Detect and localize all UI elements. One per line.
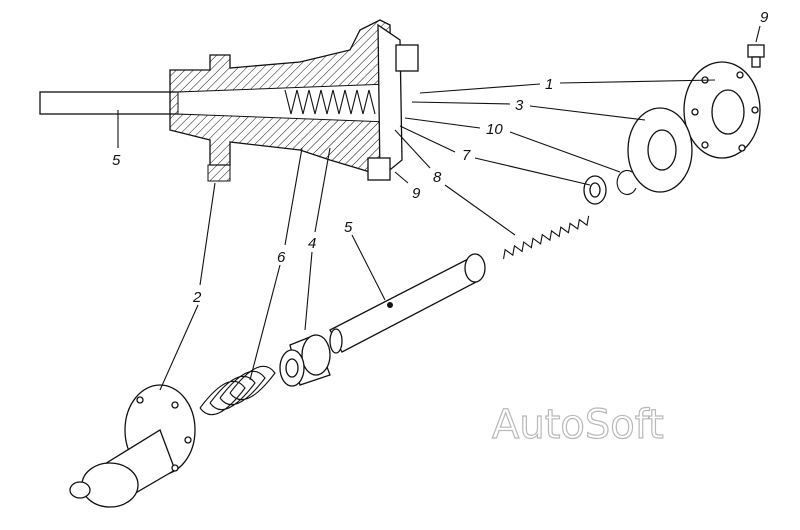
part-5-shaft xyxy=(329,253,486,354)
label-7: 7 xyxy=(462,147,471,164)
part-1-flange xyxy=(683,61,761,159)
label-10: 10 xyxy=(486,121,503,138)
callout-labels: 1 3 10 7 8 9 9 5 5 2 6 4 xyxy=(112,9,769,306)
label-9-mid: 9 xyxy=(412,185,421,202)
label-2: 2 xyxy=(192,289,202,306)
part-6-spring xyxy=(199,365,276,416)
assembled-cross-section xyxy=(39,19,419,182)
label-6: 6 xyxy=(277,249,286,266)
bore-spring xyxy=(284,89,376,115)
label-5-left: 5 xyxy=(112,152,121,169)
bottom-bolt xyxy=(367,157,391,181)
part-9-bolt xyxy=(747,44,765,68)
part-7-washer xyxy=(583,175,607,205)
label-5-mid: 5 xyxy=(344,219,353,236)
part-4-bushing xyxy=(279,334,331,387)
watermark: AutoSoft xyxy=(492,402,664,448)
label-1: 1 xyxy=(545,76,553,93)
part-3-gasket xyxy=(627,107,693,193)
label-3: 3 xyxy=(515,97,524,114)
label-4: 4 xyxy=(308,235,316,252)
mounting-foot xyxy=(207,164,231,182)
part-10-snap-ring xyxy=(616,169,637,195)
label-8: 8 xyxy=(433,169,442,186)
part-2-housing xyxy=(69,384,196,508)
label-9-top: 9 xyxy=(760,9,769,26)
leader-lines xyxy=(117,25,761,391)
top-bolt xyxy=(395,44,419,72)
part-8-spring xyxy=(502,215,590,259)
